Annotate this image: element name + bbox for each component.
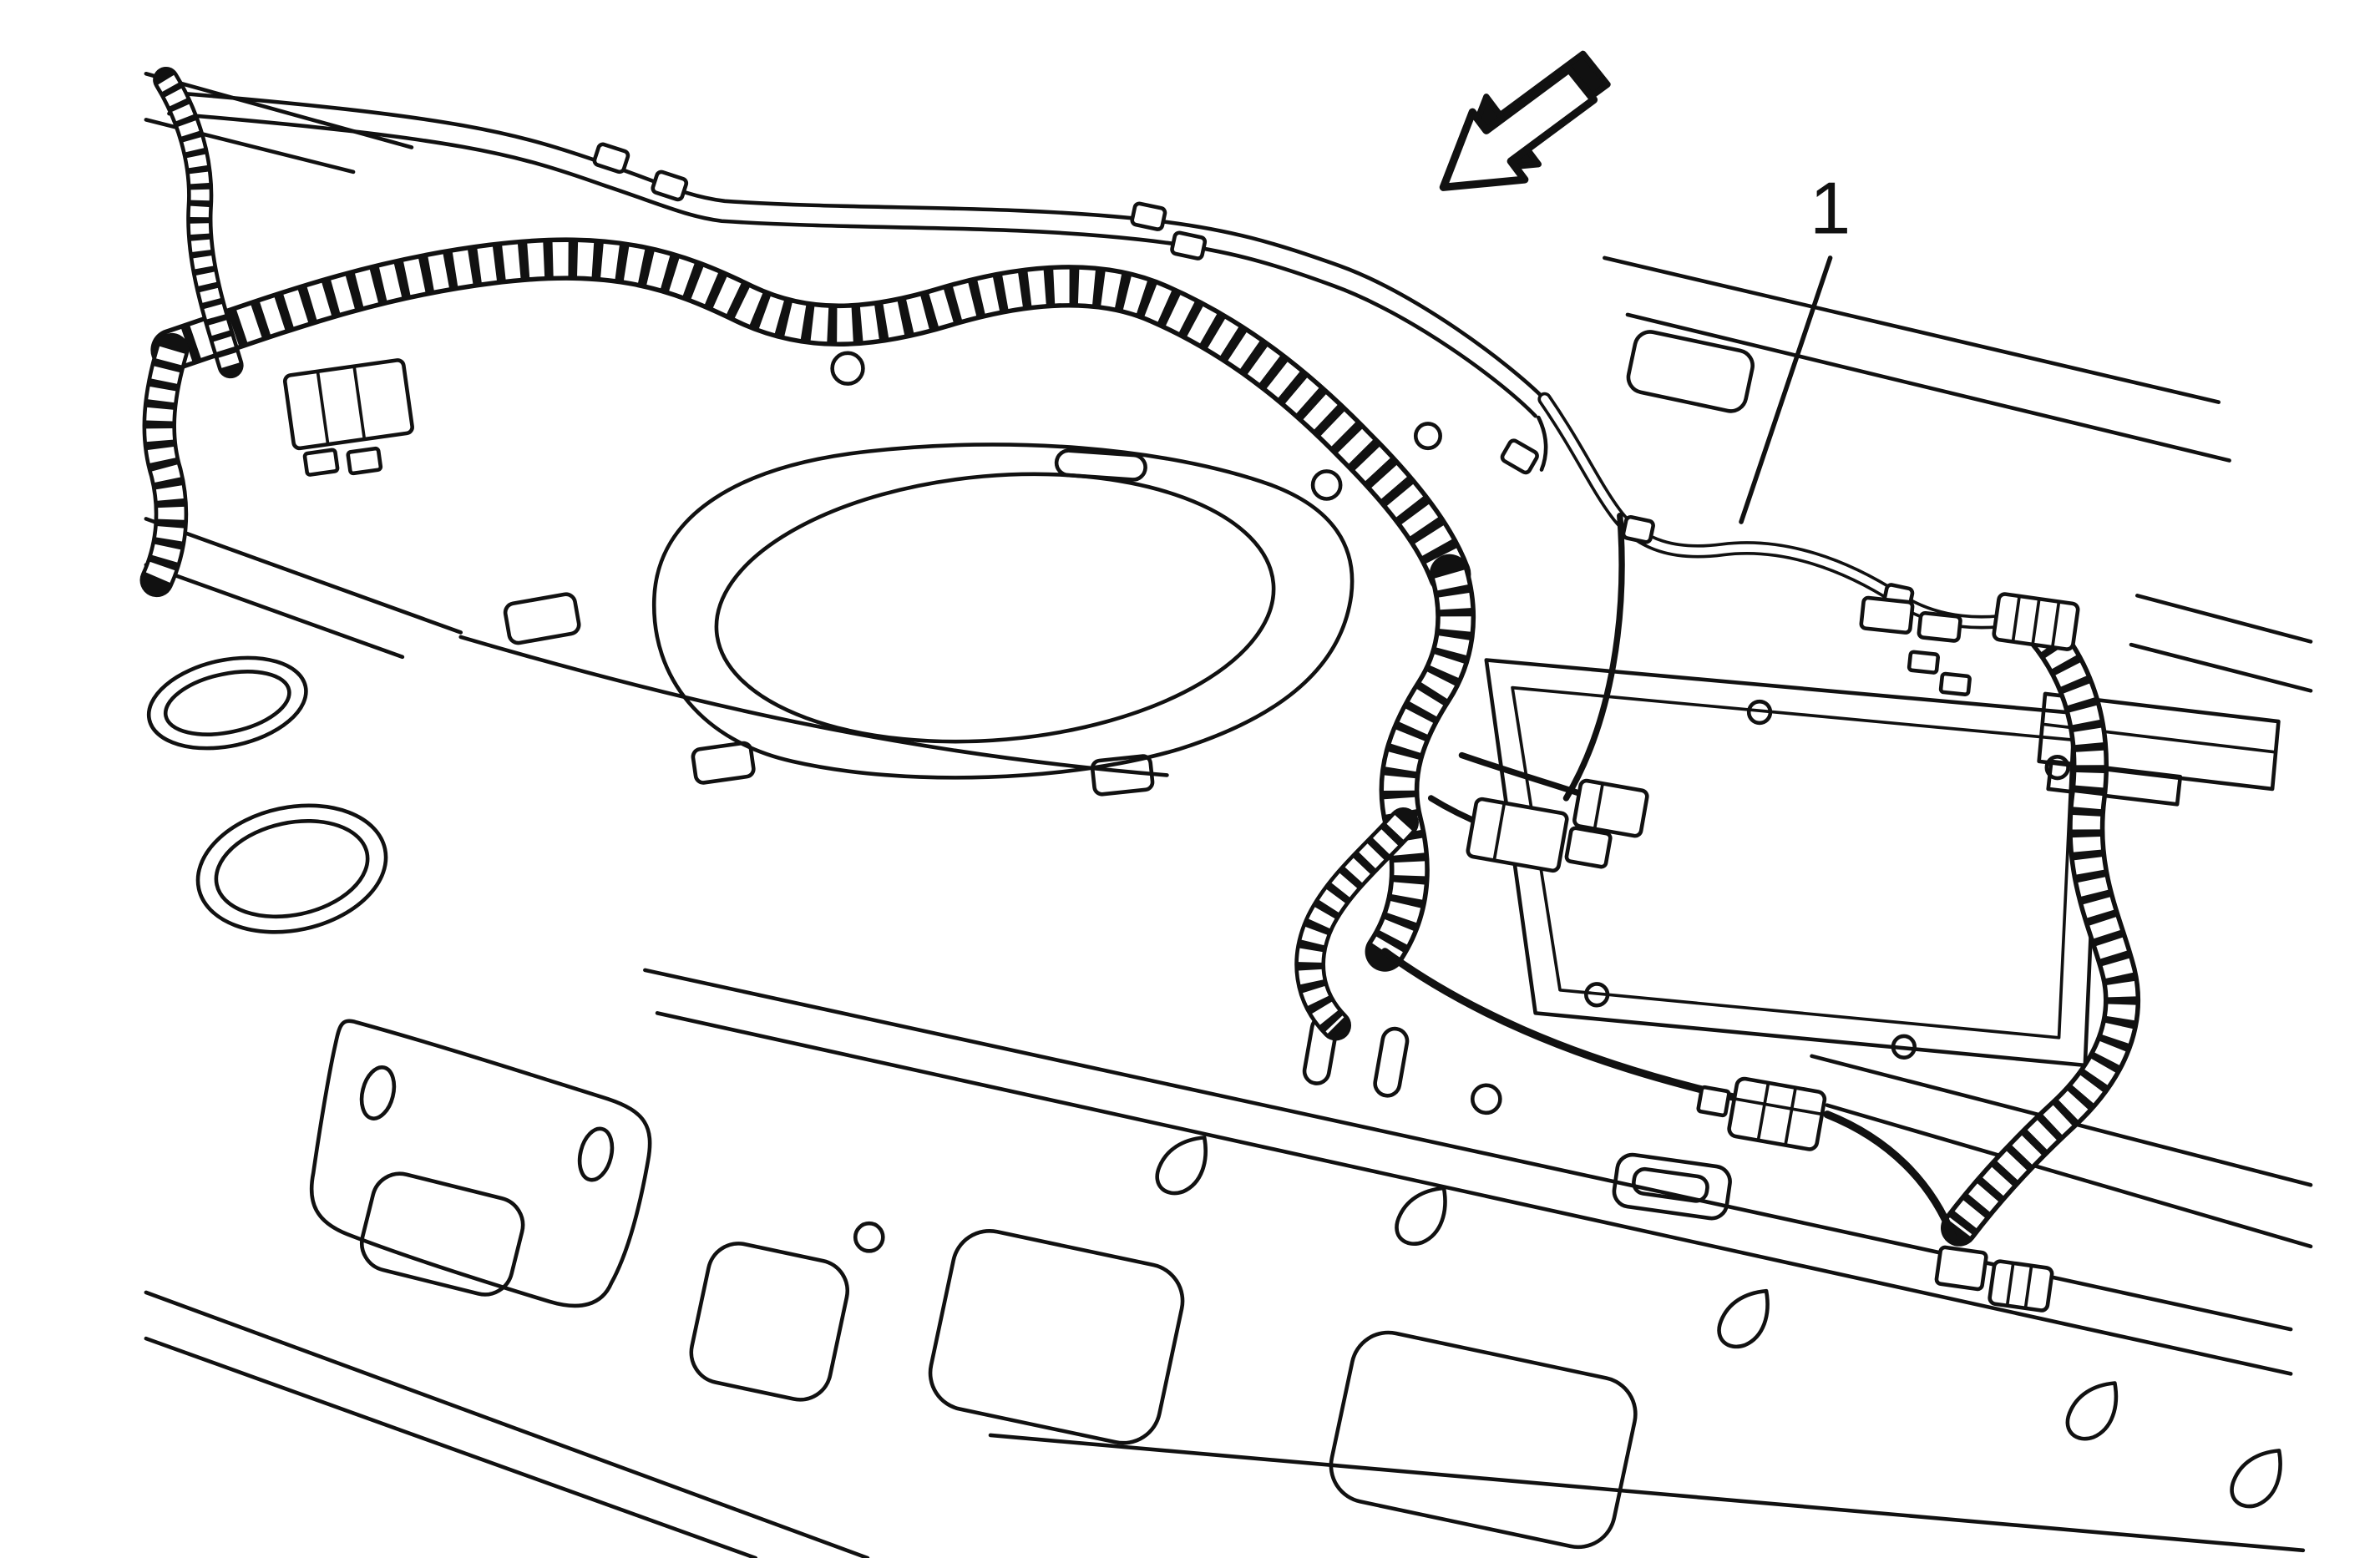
crease-pocket-inner [1632,1166,1709,1203]
stamped-rect-1 [503,592,581,645]
lower-cutout-3 [1329,1330,1638,1550]
left-round-opening-inner [163,670,291,736]
left-speaker-opening-outer [195,803,388,934]
main-harness-conduit [139,66,2141,1247]
branch-wire-3 [1458,751,1588,798]
slot-above-oval [1054,448,1147,482]
connector-bottom-middle [1696,1076,1827,1151]
well-cover-inner [1511,685,2074,1040]
rear-rail-edge [164,90,1548,475]
bracket-lower-tab [359,1171,525,1297]
harness-connectors [282,358,2080,1313]
bolt-2 [2044,755,2070,781]
package-shelf-panel [146,351,1502,1253]
callout-1: 1 [1739,166,1851,524]
upper-right-bracket [1626,330,1755,413]
conduit-center-branch-ribs [1298,815,1412,1034]
panel-hole-2 [1310,469,1343,501]
bracket-plate-outline [309,1019,652,1308]
wire-clip-1 [1621,514,1655,544]
conduit-left-drop-ribs [144,346,185,586]
conduit-right-drop-ribs [1947,607,2136,1237]
bolt-4 [1584,982,1610,1008]
bolt-3 [1891,1034,1917,1060]
connector-right-mid-cluster [1859,595,1972,697]
lower-cutout-1 [689,1242,850,1402]
branch-wire-1 [1562,513,1625,802]
panel-hole-5 [853,1221,885,1253]
panel-hole-4 [1470,1083,1502,1115]
lower-body-panel [309,1014,2282,1550]
crease-pocket-outer [1612,1152,1732,1221]
stiffener-bumps [1155,1136,2282,1509]
center-oval-opening [714,472,1276,744]
harness-clips [592,142,1539,475]
callout-1-label: 1 [1810,166,1851,249]
connector-center-b [1572,778,1649,838]
branch-wire-4 [1380,948,1739,1102]
center-boss-outline [652,443,1355,780]
left-speaker-opening-inner [214,819,370,919]
harness-wire-core [1541,395,2034,626]
background-structure-lines [144,71,2313,1558]
connector-left [282,358,414,477]
lower-cutout-2 [928,1229,1185,1445]
bracket-slot-1 [359,1065,397,1120]
conduit-center-drop-ribs [1371,569,1471,961]
right-edge-module-step [2046,759,2183,807]
connector-center-a [1466,797,1613,873]
panel-hole-3 [1413,422,1442,451]
right-edge-module [2037,691,2281,792]
panel-hole-1 [830,351,865,386]
connector-right-large [1992,592,2080,651]
connector-right-lower [1934,1245,2054,1313]
callout-1-leader-line [1739,255,1833,524]
conduit-main-ribs [166,241,1466,581]
conduit-corner-tail-ribs [158,74,240,368]
arrow-front-face [1439,65,1598,191]
view-direction-arrow-icon [1439,50,1611,191]
crease-slot-2 [1373,1026,1410,1098]
stamped-rect-2 [691,741,756,785]
bracket-slot-2 [577,1126,615,1182]
bolt-1 [1746,699,1773,726]
left-round-opening-outer [146,655,308,751]
stamped-rect-3 [1090,754,1155,797]
branch-wire-5 [1823,1110,1957,1242]
